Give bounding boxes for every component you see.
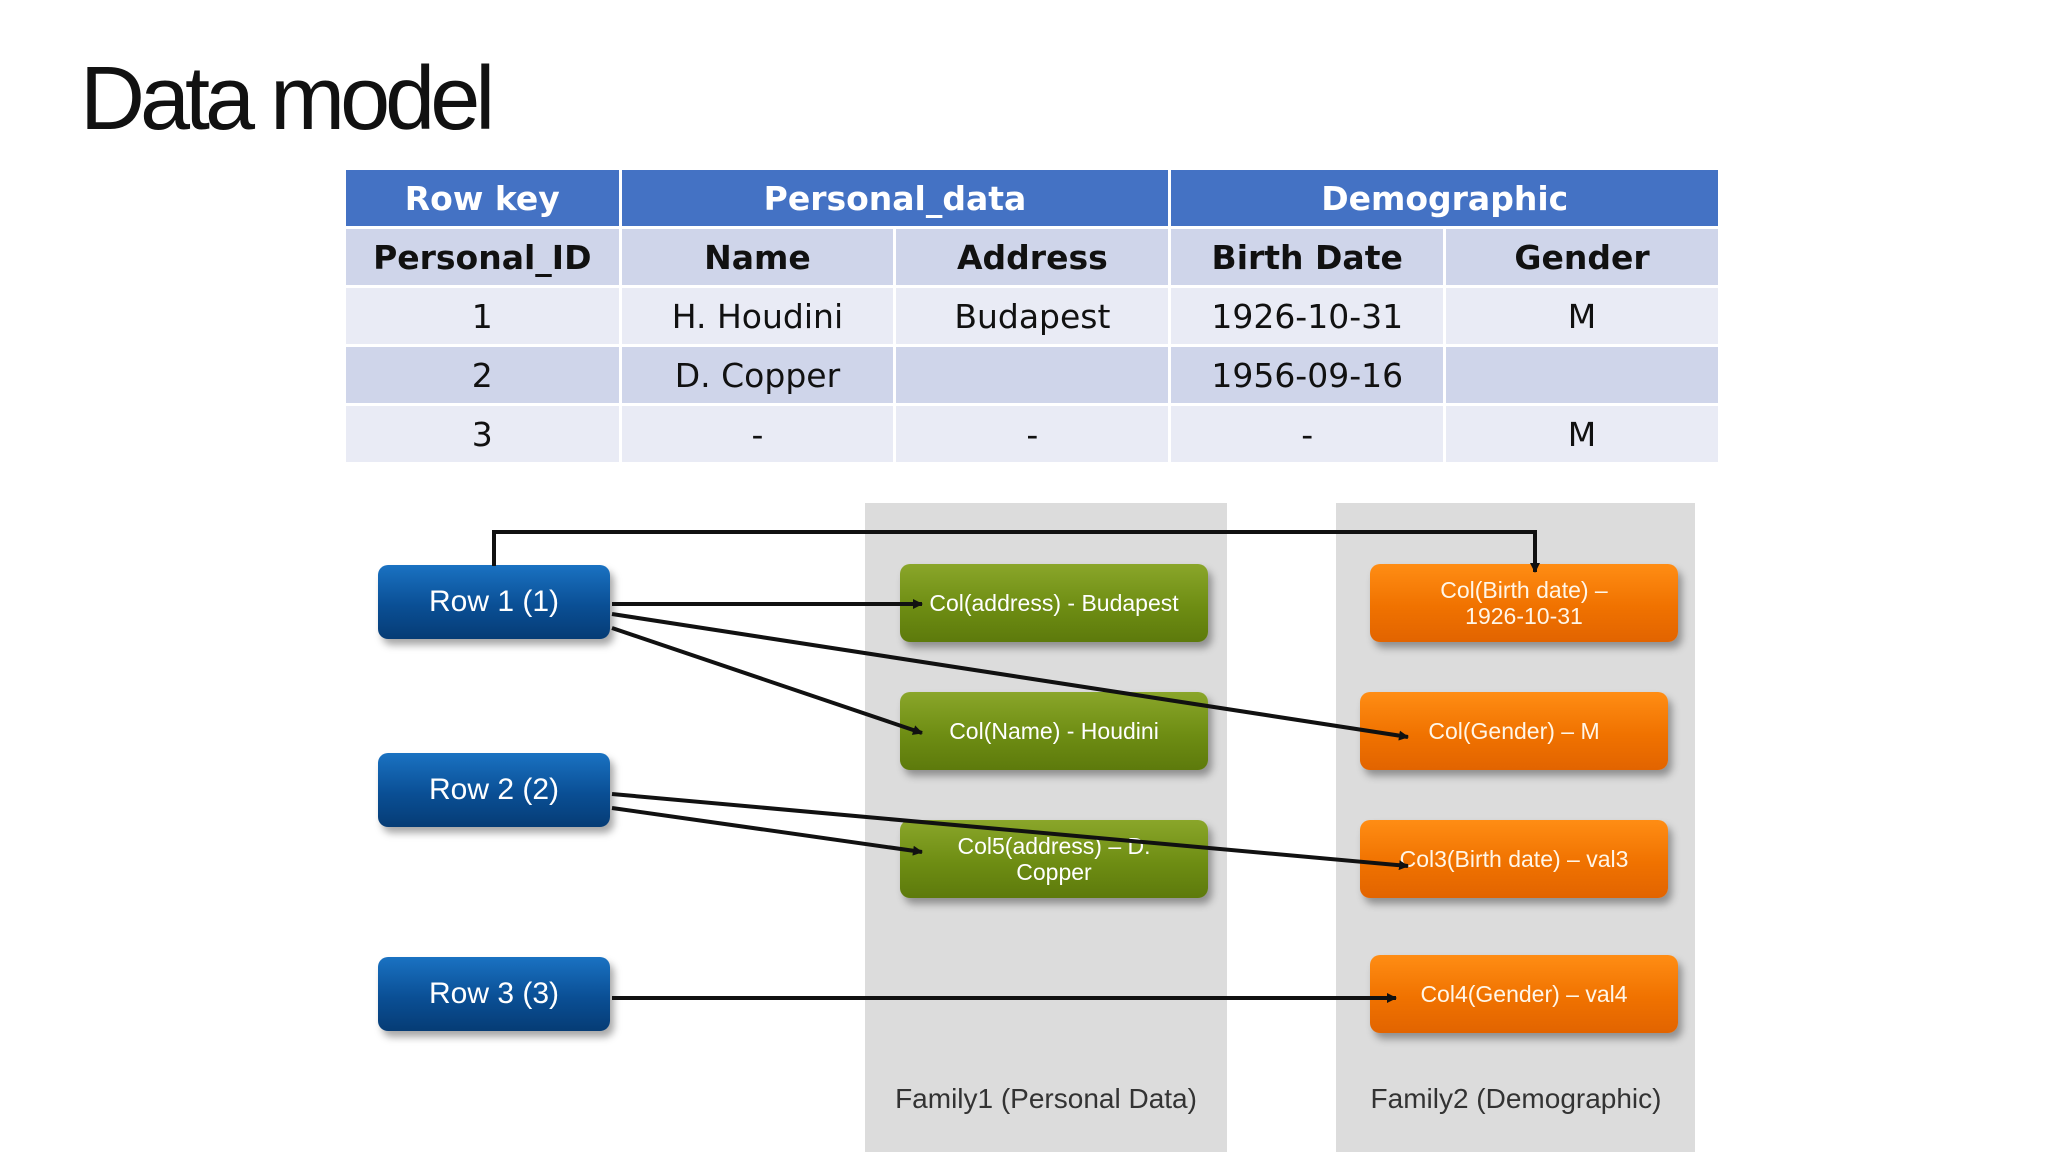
col-header-name: Name: [621, 229, 894, 285]
col-header-birth-date: Birth Date: [1171, 229, 1444, 285]
table-cell: [1446, 347, 1718, 403]
table-cell: D. Copper: [621, 347, 894, 403]
arrow-row1-to-gender: [611, 612, 1409, 741]
table-cell: -: [896, 406, 1169, 462]
col-header-gender: Gender: [1446, 229, 1718, 285]
row-node-3: Row 3 (3): [378, 957, 610, 1031]
table-cell: M: [1446, 406, 1718, 462]
table-cell: H. Houdini: [621, 288, 894, 344]
table-row: 1 H. Houdini Budapest 1926-10-31 M: [346, 288, 1718, 344]
family1-label: Family1 (Personal Data): [895, 1083, 1197, 1114]
family2-cell-gender: Col(Gender) – M: [1360, 692, 1668, 770]
family1-cell-name: Col(Name) - Houdini: [900, 692, 1208, 770]
arrow-row2-to-address5: [611, 806, 923, 856]
row-node-2: Row 2 (2): [378, 753, 610, 827]
table-cell: -: [621, 406, 894, 462]
family2-cell-gender4: Col4(Gender) – val4: [1370, 955, 1678, 1033]
slide-title: Data model: [80, 49, 495, 149]
table-cell: [896, 347, 1169, 403]
family2-label: Family2 (Demographic): [1370, 1083, 1662, 1114]
family2-cell-birth-date3: Col3(Birth date) – val3: [1360, 820, 1668, 898]
arrow-row1-to-name: [611, 626, 923, 735]
table-cell: Budapest: [896, 288, 1169, 344]
table-cell: M: [1446, 288, 1718, 344]
row-node-1: Row 1 (1): [378, 565, 610, 639]
col-header-personal-id: Personal_ID: [346, 229, 619, 285]
table-cell: 1956-09-16: [1171, 347, 1444, 403]
table-cell: -: [1171, 406, 1444, 462]
arrow-row1-to-birth-date: [492, 530, 1540, 573]
table-cell: 2: [346, 347, 619, 403]
table-row: 2 D. Copper 1956-09-16: [346, 347, 1718, 403]
data-model-table: Row key Personal_data Demographic Person…: [343, 167, 1721, 465]
table-cell: 3: [346, 406, 619, 462]
arrow-row2-to-birth-date3: [611, 792, 1409, 871]
family2-cell-birth-date: Col(Birth date) – 1926-10-31: [1370, 564, 1678, 642]
col-header-address: Address: [896, 229, 1169, 285]
table-row: 3 - - - M: [346, 406, 1718, 462]
header-personal-data: Personal_data: [621, 170, 1169, 226]
table-cell: 1: [346, 288, 619, 344]
header-row-key: Row key: [346, 170, 619, 226]
family1-cell-address: Col(address) - Budapest: [900, 564, 1208, 642]
header-demographic: Demographic: [1171, 170, 1718, 226]
table-cell: 1926-10-31: [1171, 288, 1444, 344]
